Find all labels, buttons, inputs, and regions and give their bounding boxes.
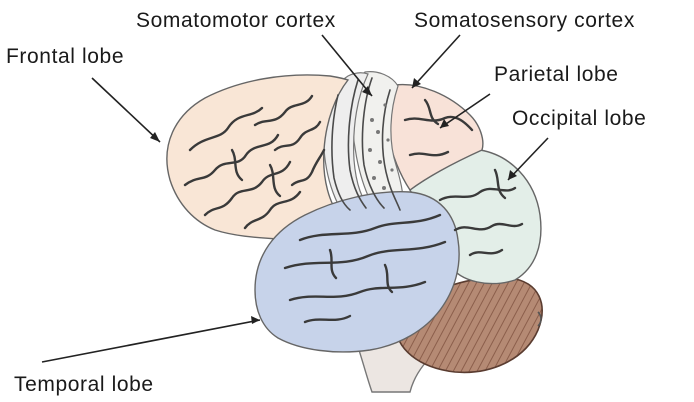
somatosensory-arrow — [412, 35, 460, 88]
somatomotor-cortex-label: Somatomotor cortex — [136, 9, 336, 32]
temporal-lobe-label: Temporal lobe — [14, 373, 154, 396]
temporal-arrow — [42, 320, 260, 362]
frontal-arrow — [92, 78, 160, 142]
somatosensory-cortex-label: Somatosensory cortex — [414, 9, 635, 32]
frontal-lobe-label: Frontal lobe — [6, 45, 124, 68]
occipital-lobe-label: Occipital lobe — [512, 107, 646, 130]
parietal-lobe-label: Parietal lobe — [494, 63, 619, 86]
